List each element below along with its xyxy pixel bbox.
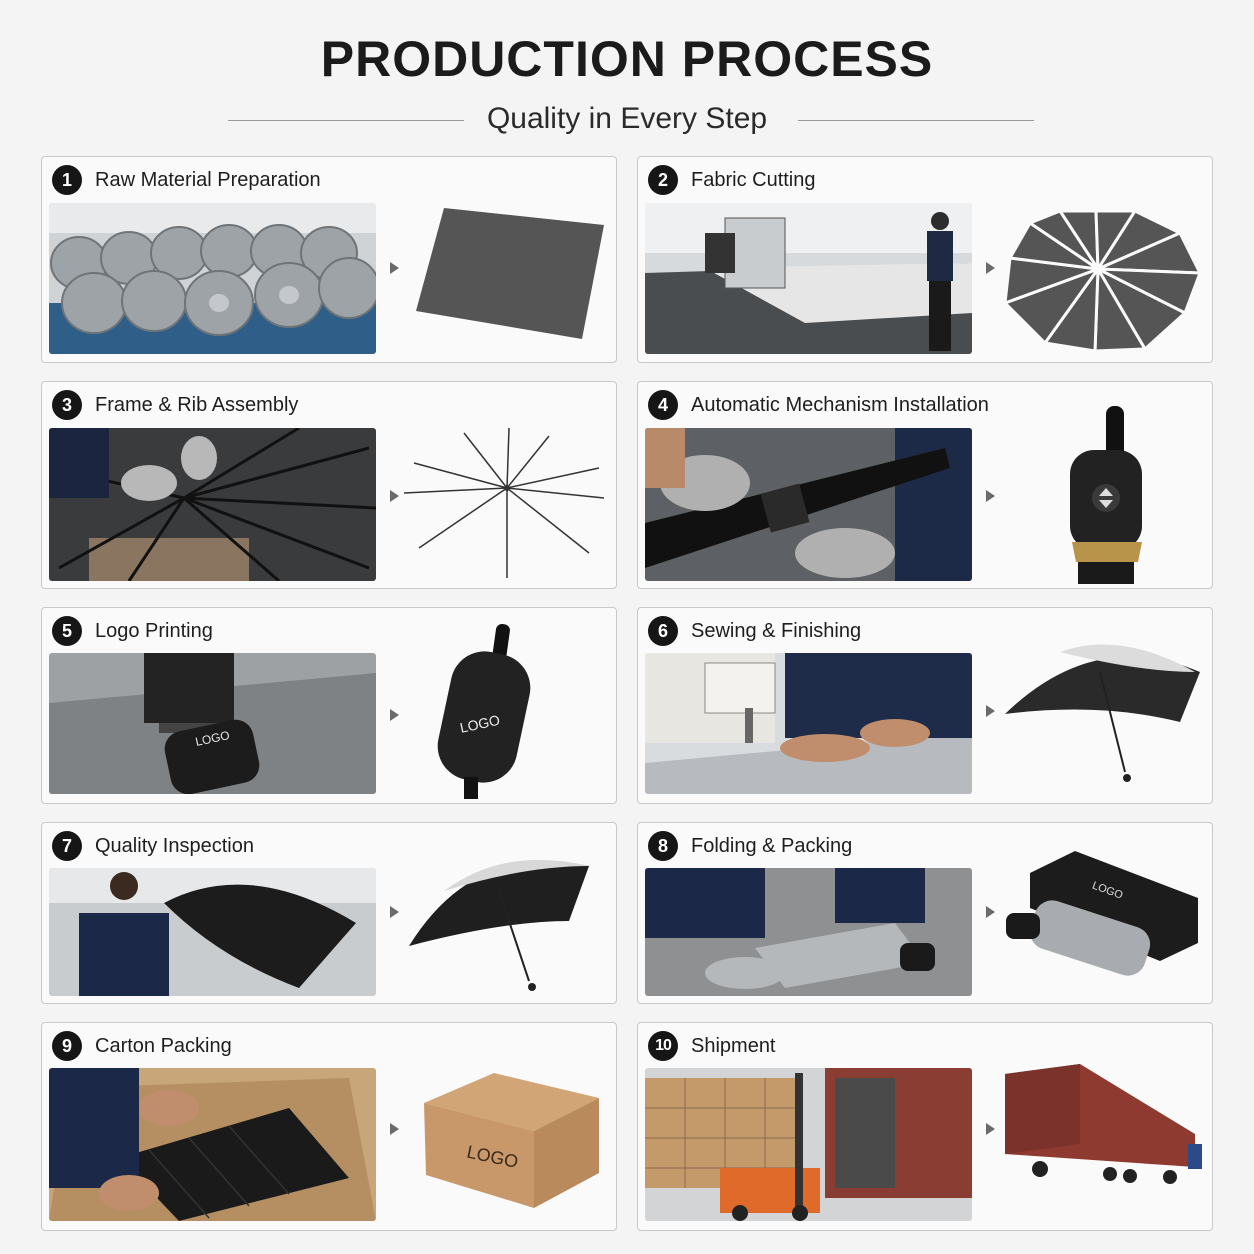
- arrow-right-icon: [986, 490, 995, 502]
- step-number-badge: 3: [52, 390, 82, 420]
- step-photo-sewing: [645, 653, 972, 794]
- step-card-6: 6 Sewing & Finishing: [637, 607, 1213, 804]
- step-photo-quality-inspection: [49, 868, 376, 996]
- step-photo-frame-assembly: [49, 428, 376, 581]
- step-card-8: 8 Folding & Packing LOGO: [637, 822, 1213, 1004]
- step-photo-shipment: [645, 1068, 972, 1221]
- arrow-right-icon: [390, 262, 399, 274]
- step-card-10: 10 Shipment: [637, 1022, 1213, 1231]
- arrow-right-icon: [390, 1123, 399, 1135]
- page-title: PRODUCTION PROCESS: [320, 31, 934, 87]
- step-number-badge: 1: [52, 165, 82, 195]
- step-header: 2 Fabric Cutting: [648, 165, 816, 195]
- product-cut-panels: [1000, 203, 1205, 354]
- subtitle-rule-right: [798, 120, 1034, 121]
- step-header: 3 Frame & Rib Assembly: [52, 390, 298, 420]
- step-header: 5 Logo Printing: [52, 616, 213, 646]
- step-label: Automatic Mechanism Installation: [691, 393, 989, 416]
- arrow-right-icon: [986, 262, 995, 274]
- step-card-7: 7 Quality Inspection: [41, 822, 617, 1004]
- step-header: 8 Folding & Packing: [648, 831, 852, 861]
- step-number-badge: 7: [52, 831, 82, 861]
- step-card-5: 5 Logo Printing LOGO LOGO: [41, 607, 617, 804]
- step-label: Raw Material Preparation: [95, 168, 321, 191]
- page-subtitle: Quality in Every Step: [486, 102, 768, 135]
- step-number-badge: 10: [648, 1031, 678, 1061]
- step-label: Sewing & Finishing: [691, 619, 862, 642]
- arrow-right-icon: [986, 705, 995, 717]
- step-header: 4 Automatic Mechanism Installation: [648, 390, 989, 420]
- step-card-4: 4 Automatic Mechanism Installation: [637, 381, 1213, 589]
- step-photo-carton-packing: [49, 1068, 376, 1221]
- step-photo-mechanism-installation: [645, 428, 972, 581]
- step-label: Logo Printing: [95, 619, 213, 642]
- product-handle-button: [1000, 402, 1205, 584]
- step-photo-raw-material: [49, 203, 376, 354]
- step-number-badge: 8: [648, 831, 678, 861]
- step-header: 10 Shipment: [648, 1031, 776, 1061]
- product-inspected-umbrella: [404, 841, 609, 1001]
- product-umbrella-frame: [404, 428, 609, 581]
- step-number-badge: 2: [648, 165, 678, 195]
- arrow-right-icon: [390, 490, 399, 502]
- step-photo-fabric-cutting: [645, 203, 972, 354]
- step-label: Quality Inspection: [95, 834, 254, 857]
- step-card-3: 3 Frame & Rib Assembly: [41, 381, 617, 589]
- step-photo-logo-printing: LOGO: [49, 653, 376, 794]
- step-photo-folding-packing: [645, 868, 972, 996]
- product-open-umbrella: [1000, 632, 1205, 792]
- step-number-badge: 4: [648, 390, 678, 420]
- arrow-right-icon: [390, 709, 399, 721]
- step-header: 7 Quality Inspection: [52, 831, 254, 861]
- step-number-badge: 6: [648, 616, 678, 646]
- product-container-truck: [1000, 1059, 1205, 1219]
- step-label: Shipment: [691, 1034, 776, 1057]
- step-card-9: 9 Carton Packing LOGO: [41, 1022, 617, 1231]
- product-printed-handle: LOGO: [404, 622, 609, 802]
- arrow-right-icon: [986, 906, 995, 918]
- step-header: 6 Sewing & Finishing: [648, 616, 861, 646]
- step-label: Carton Packing: [95, 1034, 232, 1057]
- product-carton-box: LOGO: [404, 1063, 609, 1213]
- step-label: Fabric Cutting: [691, 168, 816, 191]
- step-label: Folding & Packing: [691, 834, 853, 857]
- step-card-2: 2 Fabric Cutting: [637, 156, 1213, 363]
- step-header: 9 Carton Packing: [52, 1031, 232, 1061]
- subtitle-rule-left: [228, 120, 464, 121]
- step-number-badge: 9: [52, 1031, 82, 1061]
- step-header: 1 Raw Material Preparation: [52, 165, 321, 195]
- step-label: Frame & Rib Assembly: [95, 393, 299, 416]
- product-umbrella-box: LOGO: [1000, 843, 1205, 1003]
- arrow-right-icon: [390, 906, 399, 918]
- step-number-badge: 5: [52, 616, 82, 646]
- step-card-1: 1 Raw Material Preparation: [41, 156, 617, 363]
- product-fabric-sheet: [404, 203, 609, 354]
- arrow-right-icon: [986, 1123, 995, 1135]
